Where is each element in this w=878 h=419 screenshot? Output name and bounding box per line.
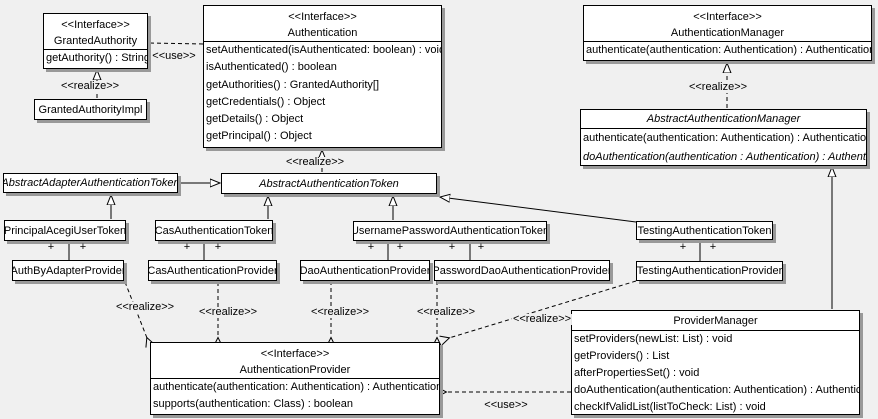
class-password-dao-authentication-provider[interactable]: PasswordDaoAuthenticationProvider [434, 260, 610, 281]
stereotype-label: <<Interface>> [61, 19, 130, 31]
class-name: AuthenticationManager [670, 27, 785, 39]
class-name: GrantedAuthority [53, 35, 138, 47]
method: authenticate(authentication: Authenticat… [586, 44, 871, 56]
plus-mark: + [448, 241, 456, 253]
class-name: AbstractAuthenticationToken [259, 177, 399, 190]
method: getDetails() : Object [206, 113, 304, 126]
plus-mark: + [477, 241, 485, 253]
method: getPrincipal() : Object [206, 130, 312, 143]
class-cas-authentication-token[interactable]: CasAuthenticationToken [155, 220, 273, 241]
class-name: AbstractAdapterAuthenticationToken [3, 177, 178, 189]
class-name: TestingAuthenticationProvider [636, 265, 783, 277]
stereotype-label: <<Interface>> [288, 11, 357, 23]
class-name: DaoAuthenticationProvider [300, 264, 430, 277]
stereotype-label: <<Interface>> [260, 348, 330, 360]
class-granted-authority[interactable]: <<Interface>> GrantedAuthority getAuthor… [43, 13, 148, 69]
realize-label: <<realize>> [511, 313, 573, 325]
class-name: PasswordDaoAuthenticationProvider [434, 264, 610, 277]
method: doAuthentication(authentication : Authen… [583, 151, 866, 163]
method: authenticate(authentication: Authenticat… [583, 132, 866, 144]
plus-mark: + [47, 241, 55, 253]
realize-label: <<realize>> [284, 156, 346, 168]
method: authenticate(authentication: Authenticat… [153, 381, 439, 393]
method: isAuthenticated() : boolean [206, 61, 337, 74]
method: getAuthorities() : GrantedAuthority[] [206, 78, 380, 91]
method: checkIfValidList(listToCheck: List) : vo… [574, 401, 766, 413]
plus-mark: + [367, 241, 375, 253]
class-name: AuthByAdapterProvider [12, 264, 124, 277]
use-label: <<use>> [483, 399, 529, 411]
class-name: AuthenticationProvider [239, 364, 351, 376]
realize-label: <<realize>> [415, 306, 477, 318]
generalization-testing-token [440, 197, 637, 223]
plus-mark: + [709, 241, 717, 253]
method: getCredentials() : Object [206, 95, 326, 108]
class-testing-authentication-token[interactable]: TestingAuthenticationToken [636, 221, 773, 240]
class-authentication-manager[interactable]: <<Interface>> AuthenticationManager auth… [583, 5, 872, 61]
class-username-password-authentication-token[interactable]: UsernamePasswordAuthenticationToken [353, 221, 547, 241]
class-provider-manager[interactable]: ProviderManager setProviders(newList: Li… [571, 310, 860, 415]
class-name: CasAuthenticationToken [155, 224, 273, 237]
class-authentication[interactable]: <<Interface>> Authentication setAuthenti… [203, 5, 442, 148]
class-name: AbstractAuthenticationManager [646, 113, 801, 125]
realize-label: <<realize>> [59, 80, 121, 92]
class-principal-acegi-user-token[interactable]: PrincipalAcegiUserToken [4, 220, 126, 241]
method: supports(authentication: Class) : boolea… [153, 398, 353, 410]
method: getProviders() : List [574, 350, 670, 362]
method: afterPropertiesSet() : void [574, 367, 700, 379]
class-cas-authentication-provider[interactable]: CasAuthenticationProvider [148, 260, 277, 281]
plus-mark: + [396, 241, 404, 253]
class-testing-authentication-provider[interactable]: TestingAuthenticationProvider [636, 261, 783, 281]
realize-label: <<realize>> [687, 81, 749, 93]
method: getAuthority() : String [46, 52, 147, 64]
class-auth-by-adapter-provider[interactable]: AuthByAdapterProvider [12, 260, 124, 281]
plus-mark: + [679, 241, 687, 253]
class-granted-authority-impl[interactable]: GrantedAuthorityImpl [34, 99, 147, 120]
method: setAuthenticated(isAuthenticated: boolea… [206, 44, 441, 56]
use-authentication-to-granted-authority [150, 43, 204, 44]
class-name: PrincipalAcegiUserToken [4, 224, 126, 237]
plus-mark: + [79, 241, 87, 253]
method: doAuthentication(authentication: Authent… [574, 384, 859, 396]
realize-label: <<realize>> [309, 306, 371, 318]
class-name: TestingAuthenticationToken [637, 224, 772, 237]
class-name: GrantedAuthorityImpl [38, 103, 143, 116]
realize-label: <<realize>> [114, 301, 176, 313]
class-dao-authentication-provider[interactable]: DaoAuthenticationProvider [300, 260, 430, 281]
plus-mark: + [183, 241, 191, 253]
class-name: Authentication [287, 27, 358, 39]
plus-mark: + [214, 241, 222, 253]
class-authentication-provider[interactable]: <<Interface>> AuthenticationProvider aut… [150, 342, 440, 415]
class-name: UsernamePasswordAuthenticationToken [353, 225, 547, 237]
class-name: CasAuthenticationProvider [148, 264, 277, 277]
stereotype-label: <<Interface>> [693, 11, 762, 23]
method: setProviders(newList: List) : void [574, 333, 733, 345]
realize-label: <<realize>> [197, 306, 259, 318]
use-label: <<use>> [151, 50, 197, 62]
class-abstract-adapter-authentication-token[interactable]: AbstractAdapterAuthenticationToken [3, 173, 178, 193]
class-abstract-authentication-manager[interactable]: AbstractAuthenticationManager authentica… [580, 109, 867, 166]
class-name: ProviderManager [673, 314, 758, 327]
class-abstract-authentication-token[interactable]: AbstractAuthenticationToken [221, 173, 437, 194]
realize-testing-authentication-provider [449, 280, 637, 338]
